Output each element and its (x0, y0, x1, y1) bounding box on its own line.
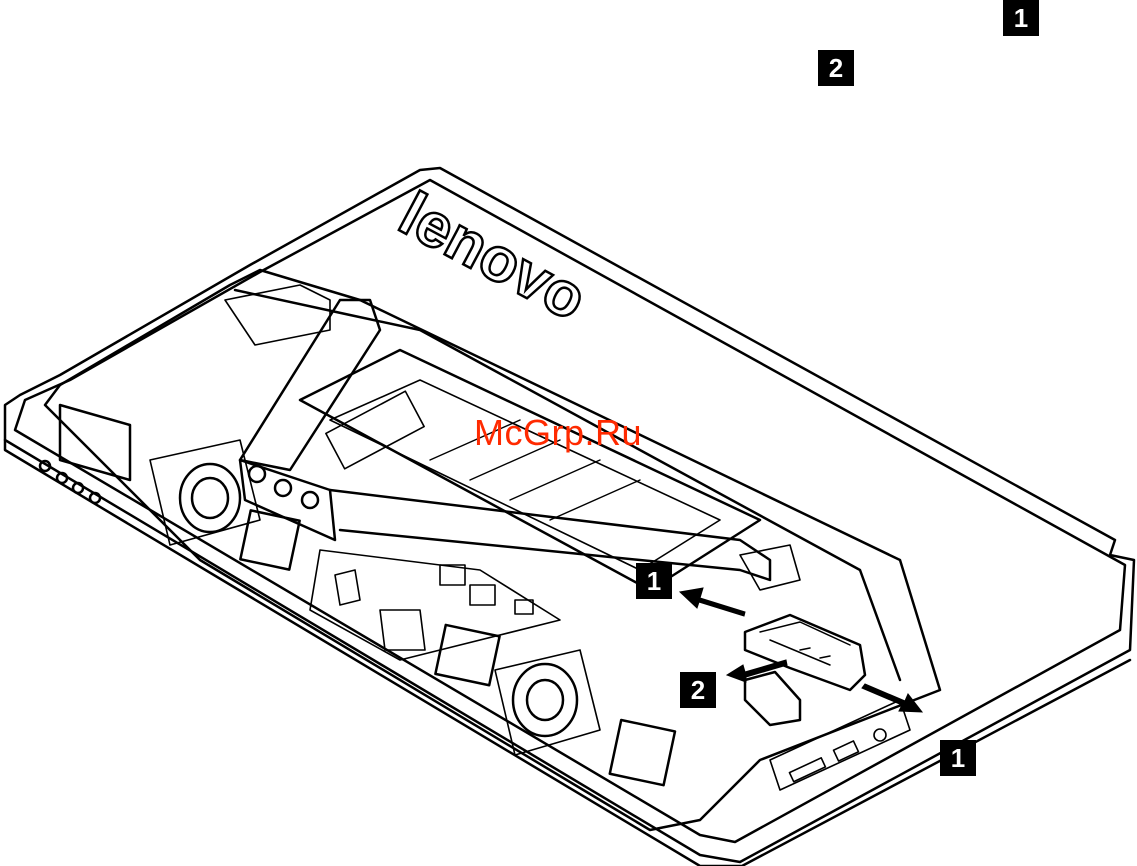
arrow-lift (727, 660, 787, 682)
memory-compartment (300, 350, 760, 590)
brand-lettering: lenovo (388, 179, 597, 334)
speaker-right (513, 664, 577, 736)
memory-door (745, 615, 865, 690)
watermark: McGrp.Ru (474, 412, 642, 454)
diagram-callout-1-lower: 1 (940, 740, 976, 776)
diagram-callout-2: 2 (680, 672, 716, 708)
center-housing (45, 270, 940, 830)
diagram-callout-1-upper: 1 (636, 563, 672, 599)
left-port-block (60, 405, 130, 480)
stand-arm (240, 300, 380, 470)
arrow-slide-upper (680, 588, 745, 616)
speaker-left (180, 464, 240, 532)
